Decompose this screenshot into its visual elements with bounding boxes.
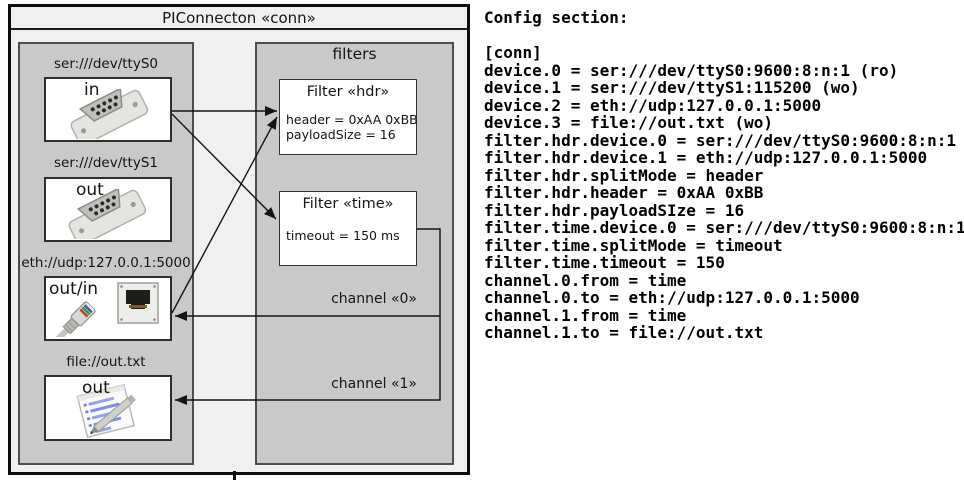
device-box-ttys0: in	[44, 77, 172, 142]
filter-property: payloadSize = 16	[286, 127, 396, 142]
device-direction-label: in	[84, 80, 100, 100]
filter-property: header = 0xAA 0xBB	[286, 112, 418, 127]
device-label-ttys1: ser:///dev/ttyS1	[54, 155, 158, 171]
frame-bottom-notch	[233, 471, 236, 480]
filter-box-time: Filter «time» timeout = 150 ms	[279, 191, 417, 266]
serial-connector-icon	[63, 189, 148, 239]
device-label-eth: eth://udp:127.0.0.1:5000	[21, 255, 191, 271]
device-box-file: out	[44, 375, 172, 441]
serial-connector-icon	[65, 89, 150, 139]
config-heading: Config section:	[484, 8, 629, 27]
device-box-ttys1: out	[44, 177, 172, 242]
device-label-file: file://out.txt	[66, 354, 146, 370]
channel-1-label: channel «1»	[331, 376, 417, 392]
device-direction-label: out	[76, 180, 104, 200]
filter-box-hdr: Filter «hdr» header = 0xAA 0xBB payloadS…	[279, 79, 418, 155]
diagram-title: PIConnecton «conn»	[11, 7, 467, 30]
device-direction-label: out/in	[49, 279, 99, 299]
channel-0-label: channel «0»	[331, 291, 417, 307]
filter-title-time: Filter «time»	[302, 196, 394, 212]
filter-property: timeout = 150 ms	[286, 228, 400, 243]
filters-panel-title: filters	[332, 45, 377, 63]
filter-title-hdr: Filter «hdr»	[306, 84, 390, 100]
config-text: [conn] device.0 = ser:///dev/ttyS0:9600:…	[484, 43, 964, 342]
device-direction-label: out	[82, 378, 110, 398]
device-label-ttys0: ser:///dev/ttyS0	[54, 56, 158, 72]
device-box-eth: out/in	[44, 276, 172, 341]
